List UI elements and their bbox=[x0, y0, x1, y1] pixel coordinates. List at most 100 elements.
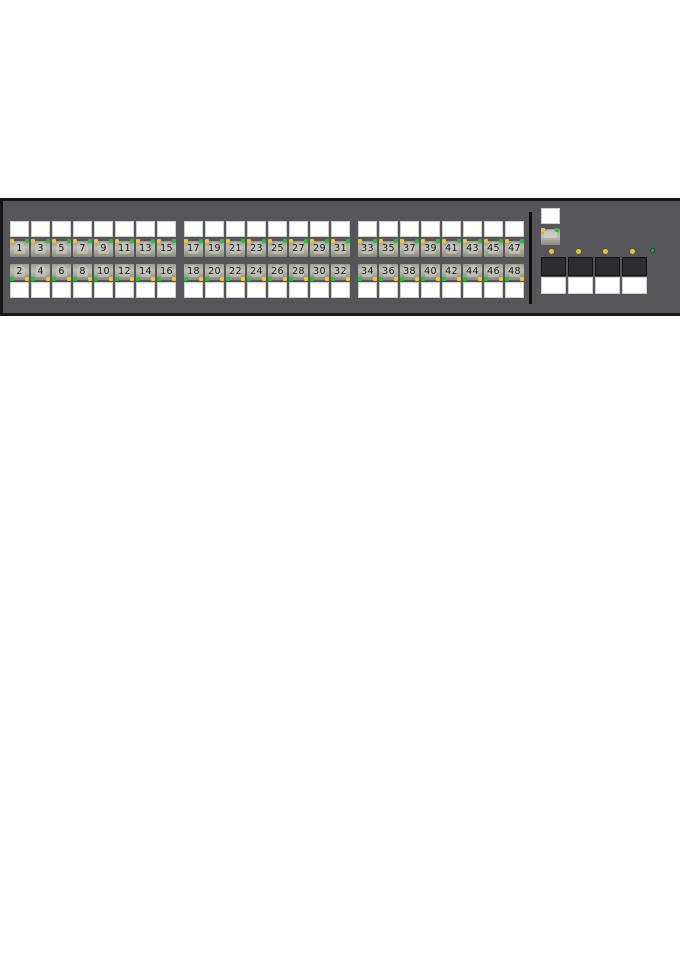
ethernet-port[interactable]: 22 bbox=[226, 264, 245, 280]
ethernet-port[interactable]: 38 bbox=[400, 264, 419, 280]
rj45-jack-icon bbox=[251, 265, 262, 277]
ethernet-port[interactable]: 18 bbox=[184, 264, 203, 280]
rj45-jack-icon bbox=[404, 265, 415, 277]
ethernet-port[interactable]: 17 bbox=[184, 241, 203, 257]
sfp-port[interactable] bbox=[541, 257, 566, 276]
port-label-top bbox=[400, 221, 419, 237]
port-link-led bbox=[289, 277, 293, 281]
ethernet-port[interactable]: 20 bbox=[205, 264, 224, 280]
port-number: 1 bbox=[16, 243, 23, 254]
sfp-port-label bbox=[541, 277, 566, 294]
ethernet-port[interactable]: 9 bbox=[94, 241, 113, 257]
ethernet-port[interactable]: 25 bbox=[268, 241, 287, 257]
port-label-bottom bbox=[463, 282, 482, 298]
rj45-jack-icon bbox=[488, 242, 499, 254]
ethernet-port[interactable]: 32 bbox=[331, 264, 350, 280]
rj45-jack-icon bbox=[161, 242, 172, 254]
ethernet-port[interactable]: 7 bbox=[73, 241, 92, 257]
ethernet-port[interactable]: 46 bbox=[484, 264, 503, 280]
ethernet-port[interactable]: 21 bbox=[226, 241, 245, 257]
ethernet-port[interactable]: 2 bbox=[10, 264, 29, 280]
port-link-led bbox=[400, 277, 404, 281]
port-number: 31 bbox=[334, 243, 347, 254]
port-link-led bbox=[151, 239, 155, 243]
port-number: 23 bbox=[250, 243, 263, 254]
ethernet-port[interactable]: 44 bbox=[463, 264, 482, 280]
port-activity-led bbox=[394, 277, 398, 281]
port-activity-led bbox=[88, 277, 92, 281]
port-activity-led bbox=[220, 277, 224, 281]
port-number: 24 bbox=[250, 266, 263, 277]
port-number: 46 bbox=[487, 266, 500, 277]
ethernet-port[interactable]: 47 bbox=[505, 241, 524, 257]
ethernet-port[interactable]: 37 bbox=[400, 241, 419, 257]
sfp-port[interactable] bbox=[622, 257, 647, 276]
ethernet-port[interactable]: 19 bbox=[205, 241, 224, 257]
port-number: 11 bbox=[118, 243, 131, 254]
ethernet-port[interactable]: 14 bbox=[136, 264, 155, 280]
port-link-led bbox=[373, 239, 377, 243]
port-link-led bbox=[415, 239, 419, 243]
port-activity-led bbox=[46, 277, 50, 281]
ethernet-port[interactable]: 4 bbox=[31, 264, 50, 280]
port-activity-led bbox=[31, 239, 35, 243]
ethernet-port[interactable]: 23 bbox=[247, 241, 266, 257]
port-link-led bbox=[436, 239, 440, 243]
ethernet-port[interactable]: 6 bbox=[52, 264, 71, 280]
ethernet-port[interactable]: 24 bbox=[247, 264, 266, 280]
ethernet-port[interactable]: 36 bbox=[379, 264, 398, 280]
port-activity-led bbox=[205, 239, 209, 243]
ethernet-port[interactable]: 42 bbox=[442, 264, 461, 280]
port-activity-led bbox=[505, 239, 509, 243]
port-link-led bbox=[457, 239, 461, 243]
ethernet-port[interactable]: 48 bbox=[505, 264, 524, 280]
ethernet-port[interactable]: 29 bbox=[310, 241, 329, 257]
ethernet-port[interactable]: 3 bbox=[31, 241, 50, 257]
ethernet-port[interactable]: 40 bbox=[421, 264, 440, 280]
ethernet-port[interactable]: 43 bbox=[463, 241, 482, 257]
ethernet-port[interactable]: 10 bbox=[94, 264, 113, 280]
ethernet-port[interactable]: 26 bbox=[268, 264, 287, 280]
ethernet-port[interactable]: 5 bbox=[52, 241, 71, 257]
port-number: 47 bbox=[508, 243, 521, 254]
ethernet-port[interactable]: 15 bbox=[157, 241, 176, 257]
ethernet-port[interactable]: 41 bbox=[442, 241, 461, 257]
port-number: 29 bbox=[313, 243, 326, 254]
rj45-jack-icon bbox=[35, 265, 46, 277]
ethernet-port[interactable]: 28 bbox=[289, 264, 308, 280]
ethernet-port[interactable]: 13 bbox=[136, 241, 155, 257]
ethernet-port[interactable]: 31 bbox=[331, 241, 350, 257]
ethernet-port[interactable]: 35 bbox=[379, 241, 398, 257]
ethernet-port[interactable]: 27 bbox=[289, 241, 308, 257]
ethernet-port[interactable]: 11 bbox=[115, 241, 134, 257]
ethernet-port[interactable]: 33 bbox=[358, 241, 377, 257]
port-activity-led bbox=[499, 277, 503, 281]
ethernet-port[interactable]: 8 bbox=[73, 264, 92, 280]
port-activity-led bbox=[442, 239, 446, 243]
port-link-led bbox=[247, 277, 251, 281]
ethernet-port[interactable]: 45 bbox=[484, 241, 503, 257]
port-label-top bbox=[310, 221, 329, 237]
port-activity-led bbox=[304, 277, 308, 281]
sfp-port[interactable] bbox=[595, 257, 620, 276]
port-link-led bbox=[205, 277, 209, 281]
rj45-jack-icon bbox=[56, 265, 67, 277]
port-activity-led bbox=[436, 277, 440, 281]
ethernet-port[interactable]: 30 bbox=[310, 264, 329, 280]
ethernet-port[interactable]: 12 bbox=[115, 264, 134, 280]
management-port[interactable] bbox=[541, 229, 560, 245]
sfp-port[interactable] bbox=[568, 257, 593, 276]
port-label-bottom bbox=[10, 282, 29, 298]
status-led bbox=[650, 248, 655, 253]
port-activity-led bbox=[184, 239, 188, 243]
ethernet-port[interactable]: 39 bbox=[421, 241, 440, 257]
mgmt-port-label bbox=[541, 208, 560, 224]
sfp-led bbox=[549, 249, 554, 254]
ethernet-port[interactable]: 34 bbox=[358, 264, 377, 280]
ethernet-port[interactable]: 16 bbox=[157, 264, 176, 280]
port-number: 40 bbox=[424, 266, 437, 277]
ethernet-port[interactable]: 1 bbox=[10, 241, 29, 257]
port-number: 5 bbox=[58, 243, 65, 254]
port-activity-led bbox=[358, 239, 362, 243]
rj45-jack-icon bbox=[488, 265, 499, 277]
